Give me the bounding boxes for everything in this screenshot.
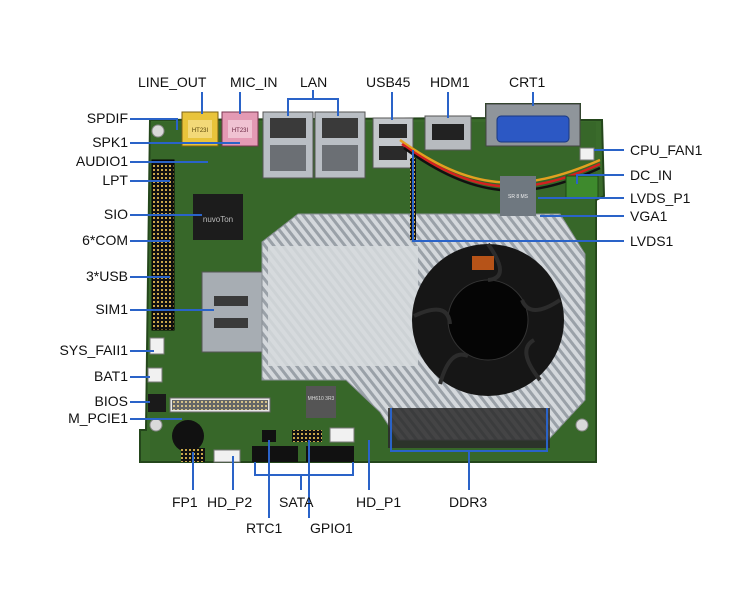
module-text: SR 8 MS bbox=[508, 194, 529, 200]
label-lvds1: LVDS1 bbox=[630, 233, 674, 249]
heatsink-plate bbox=[268, 246, 418, 366]
label-bios: BIOS bbox=[94, 393, 128, 409]
label-vga1: VGA1 bbox=[630, 208, 668, 224]
label-audio1: AUDIO1 bbox=[75, 153, 128, 169]
rtc-header bbox=[262, 430, 276, 442]
cpu-fan-connector bbox=[579, 147, 595, 161]
rear-io: HT23I HT23I bbox=[181, 103, 581, 179]
buzzer bbox=[172, 420, 204, 452]
sim-slot bbox=[201, 271, 263, 353]
label-sio: SIO bbox=[103, 206, 128, 222]
label-fp1: FP1 bbox=[172, 494, 198, 510]
sata-connector-1 bbox=[252, 446, 298, 462]
label-gpio1: GPIO1 bbox=[310, 520, 353, 536]
label-m-pcie1: M_PCIE1 bbox=[68, 410, 128, 426]
label-usb45: USB45 bbox=[366, 74, 411, 90]
sio-chip bbox=[193, 194, 243, 240]
inductor bbox=[306, 386, 336, 418]
hd-p2-header bbox=[213, 449, 241, 463]
label-mic-in: MIC_IN bbox=[230, 74, 278, 90]
inductor-text: MH610 3R3 bbox=[308, 396, 335, 402]
audio-jack-text: HT23I bbox=[192, 128, 209, 134]
sio-chip-text: nuvoTon bbox=[203, 215, 233, 224]
label-spk1: SPK1 bbox=[92, 134, 128, 150]
label-dc-in: DC_IN bbox=[630, 167, 673, 183]
label-lan: LAN bbox=[300, 74, 328, 90]
label-com: 6*COM bbox=[82, 232, 128, 248]
fan-label bbox=[472, 256, 494, 270]
label-lpt: LPT bbox=[102, 172, 128, 188]
label-hd-p1: HD_P1 bbox=[356, 494, 402, 510]
label-ddr3: DDR3 bbox=[449, 494, 488, 510]
module bbox=[500, 176, 536, 216]
label-hdm1: HDM1 bbox=[430, 74, 470, 90]
bat-connector bbox=[147, 367, 163, 383]
label-hd-p2: HD_P2 bbox=[207, 494, 253, 510]
bios-chip bbox=[148, 394, 166, 412]
label-sim1: SIM1 bbox=[95, 301, 128, 317]
label-lvds-p1: LVDS_P1 bbox=[630, 190, 691, 206]
label-spdif: SPDIF bbox=[86, 110, 128, 126]
dc-in-connector bbox=[565, 175, 599, 199]
label-line-out: LINE_OUT bbox=[138, 74, 207, 90]
label-bat1: BAT1 bbox=[94, 368, 128, 384]
label-cpu-fan1: CPU_FAN1 bbox=[630, 142, 703, 158]
hd-p1-header bbox=[329, 427, 355, 443]
fan-blades bbox=[413, 242, 562, 385]
lpt-header bbox=[151, 159, 175, 331]
label-sys-fail: SYS_FAII1 bbox=[59, 342, 128, 358]
label-rtc1: RTC1 bbox=[246, 520, 283, 536]
mic-jack-text: HT23I bbox=[232, 128, 249, 134]
label-crt1: CRT1 bbox=[509, 74, 546, 90]
sata-connector-2 bbox=[306, 446, 354, 462]
label-usb: 3*USB bbox=[85, 268, 128, 284]
label-sata: SATA bbox=[279, 494, 314, 510]
gpio-header bbox=[292, 430, 322, 442]
ddr3-slot bbox=[388, 408, 550, 448]
